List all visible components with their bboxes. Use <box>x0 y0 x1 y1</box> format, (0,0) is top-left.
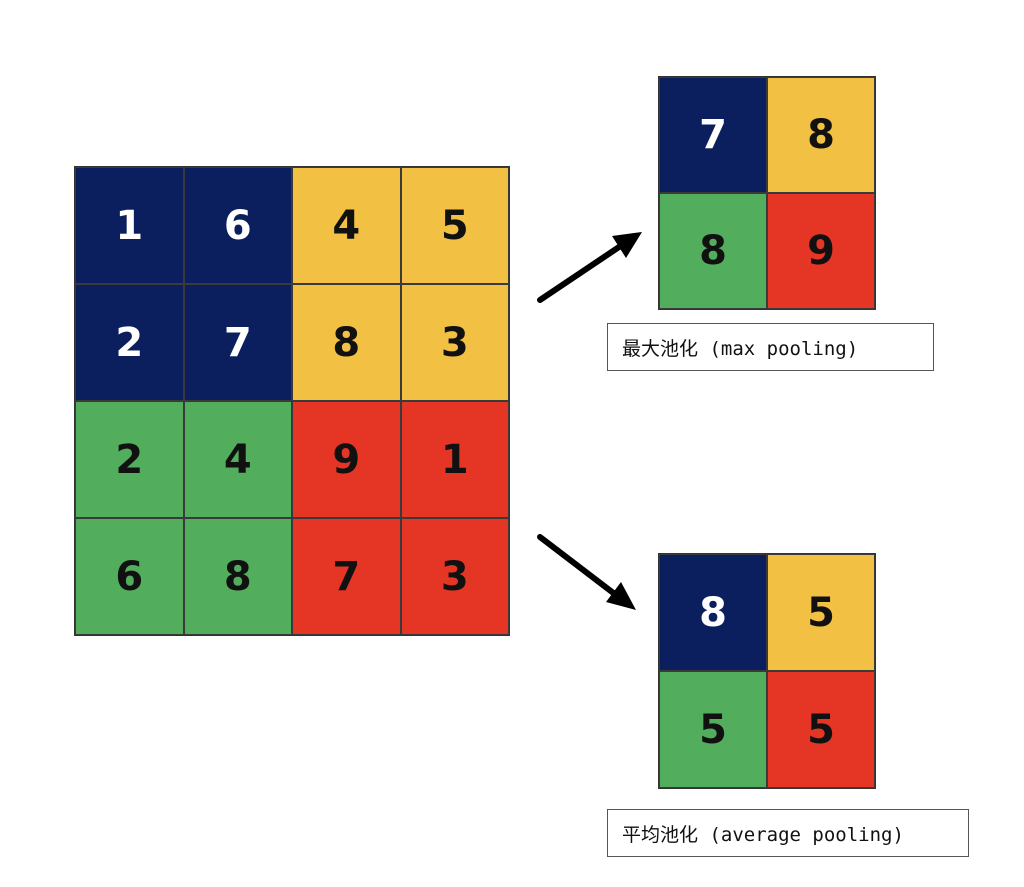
max-pool-cell: 7 <box>659 77 767 193</box>
input-cell: 5 <box>400 167 509 284</box>
arrow-to-max-icon <box>537 232 642 303</box>
max-pool-cell: 9 <box>767 193 875 309</box>
max-pool-cell: 8 <box>767 77 875 193</box>
input-cell: 4 <box>183 401 292 518</box>
input-cell: 2 <box>75 284 184 401</box>
input-cell: 6 <box>75 518 184 635</box>
max-pooling-label: 最大池化 (max pooling) <box>607 323 934 371</box>
input-cell: 1 <box>400 401 509 518</box>
input-cell: 7 <box>292 518 401 635</box>
avg-pool-cell: 5 <box>767 671 875 788</box>
input-cell: 8 <box>292 284 401 401</box>
input-cell: 1 <box>75 167 184 284</box>
input-cell: 7 <box>183 284 292 401</box>
avg-pool-cell: 8 <box>659 554 767 671</box>
input-cell: 3 <box>400 518 509 635</box>
average-pooling-output: 8 5 5 5 <box>658 553 876 789</box>
input-cell: 3 <box>400 284 509 401</box>
input-cell: 8 <box>183 518 292 635</box>
max-pool-cell: 8 <box>659 193 767 309</box>
input-cell: 2 <box>75 401 184 518</box>
input-feature-map: 1 6 4 5 2 7 8 3 2 4 9 1 6 8 7 3 <box>74 166 510 636</box>
average-pooling-label: 平均池化 (average pooling) <box>607 809 969 857</box>
input-cell: 9 <box>292 401 401 518</box>
input-cell: 6 <box>183 167 292 284</box>
arrow-to-average-icon <box>537 534 636 610</box>
avg-pool-cell: 5 <box>767 554 875 671</box>
input-cell: 4 <box>292 167 401 284</box>
max-pooling-output: 7 8 8 9 <box>658 76 876 310</box>
avg-pool-cell: 5 <box>659 671 767 788</box>
